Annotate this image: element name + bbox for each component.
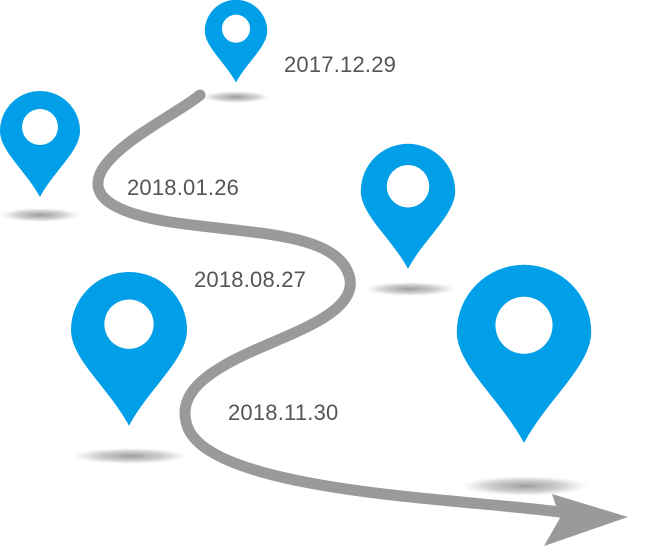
map-pins bbox=[0, 0, 592, 443]
pin-shadow bbox=[202, 91, 270, 103]
timeline-path bbox=[92, 89, 566, 518]
map-pin-icon bbox=[0, 91, 80, 197]
map-pin-icon bbox=[360, 143, 456, 269]
date-label: 2017.12.29 bbox=[284, 52, 397, 77]
date-label: 2018.08.27 bbox=[194, 267, 307, 292]
pin-shadow bbox=[461, 476, 589, 496]
map-pin-icon bbox=[204, 0, 268, 83]
pin-shadow bbox=[72, 448, 188, 464]
pin-shadow bbox=[364, 282, 456, 296]
arrow-head-icon bbox=[544, 494, 628, 546]
map-pin-icon bbox=[456, 264, 592, 443]
pin-shadow bbox=[0, 208, 80, 222]
map-pin-icon bbox=[71, 272, 187, 426]
date-label: 2018.11.30 bbox=[228, 400, 339, 425]
date-label: 2018.01.26 bbox=[127, 175, 240, 200]
pin-shadows bbox=[0, 91, 589, 496]
timeline-path-arrow bbox=[92, 89, 628, 546]
